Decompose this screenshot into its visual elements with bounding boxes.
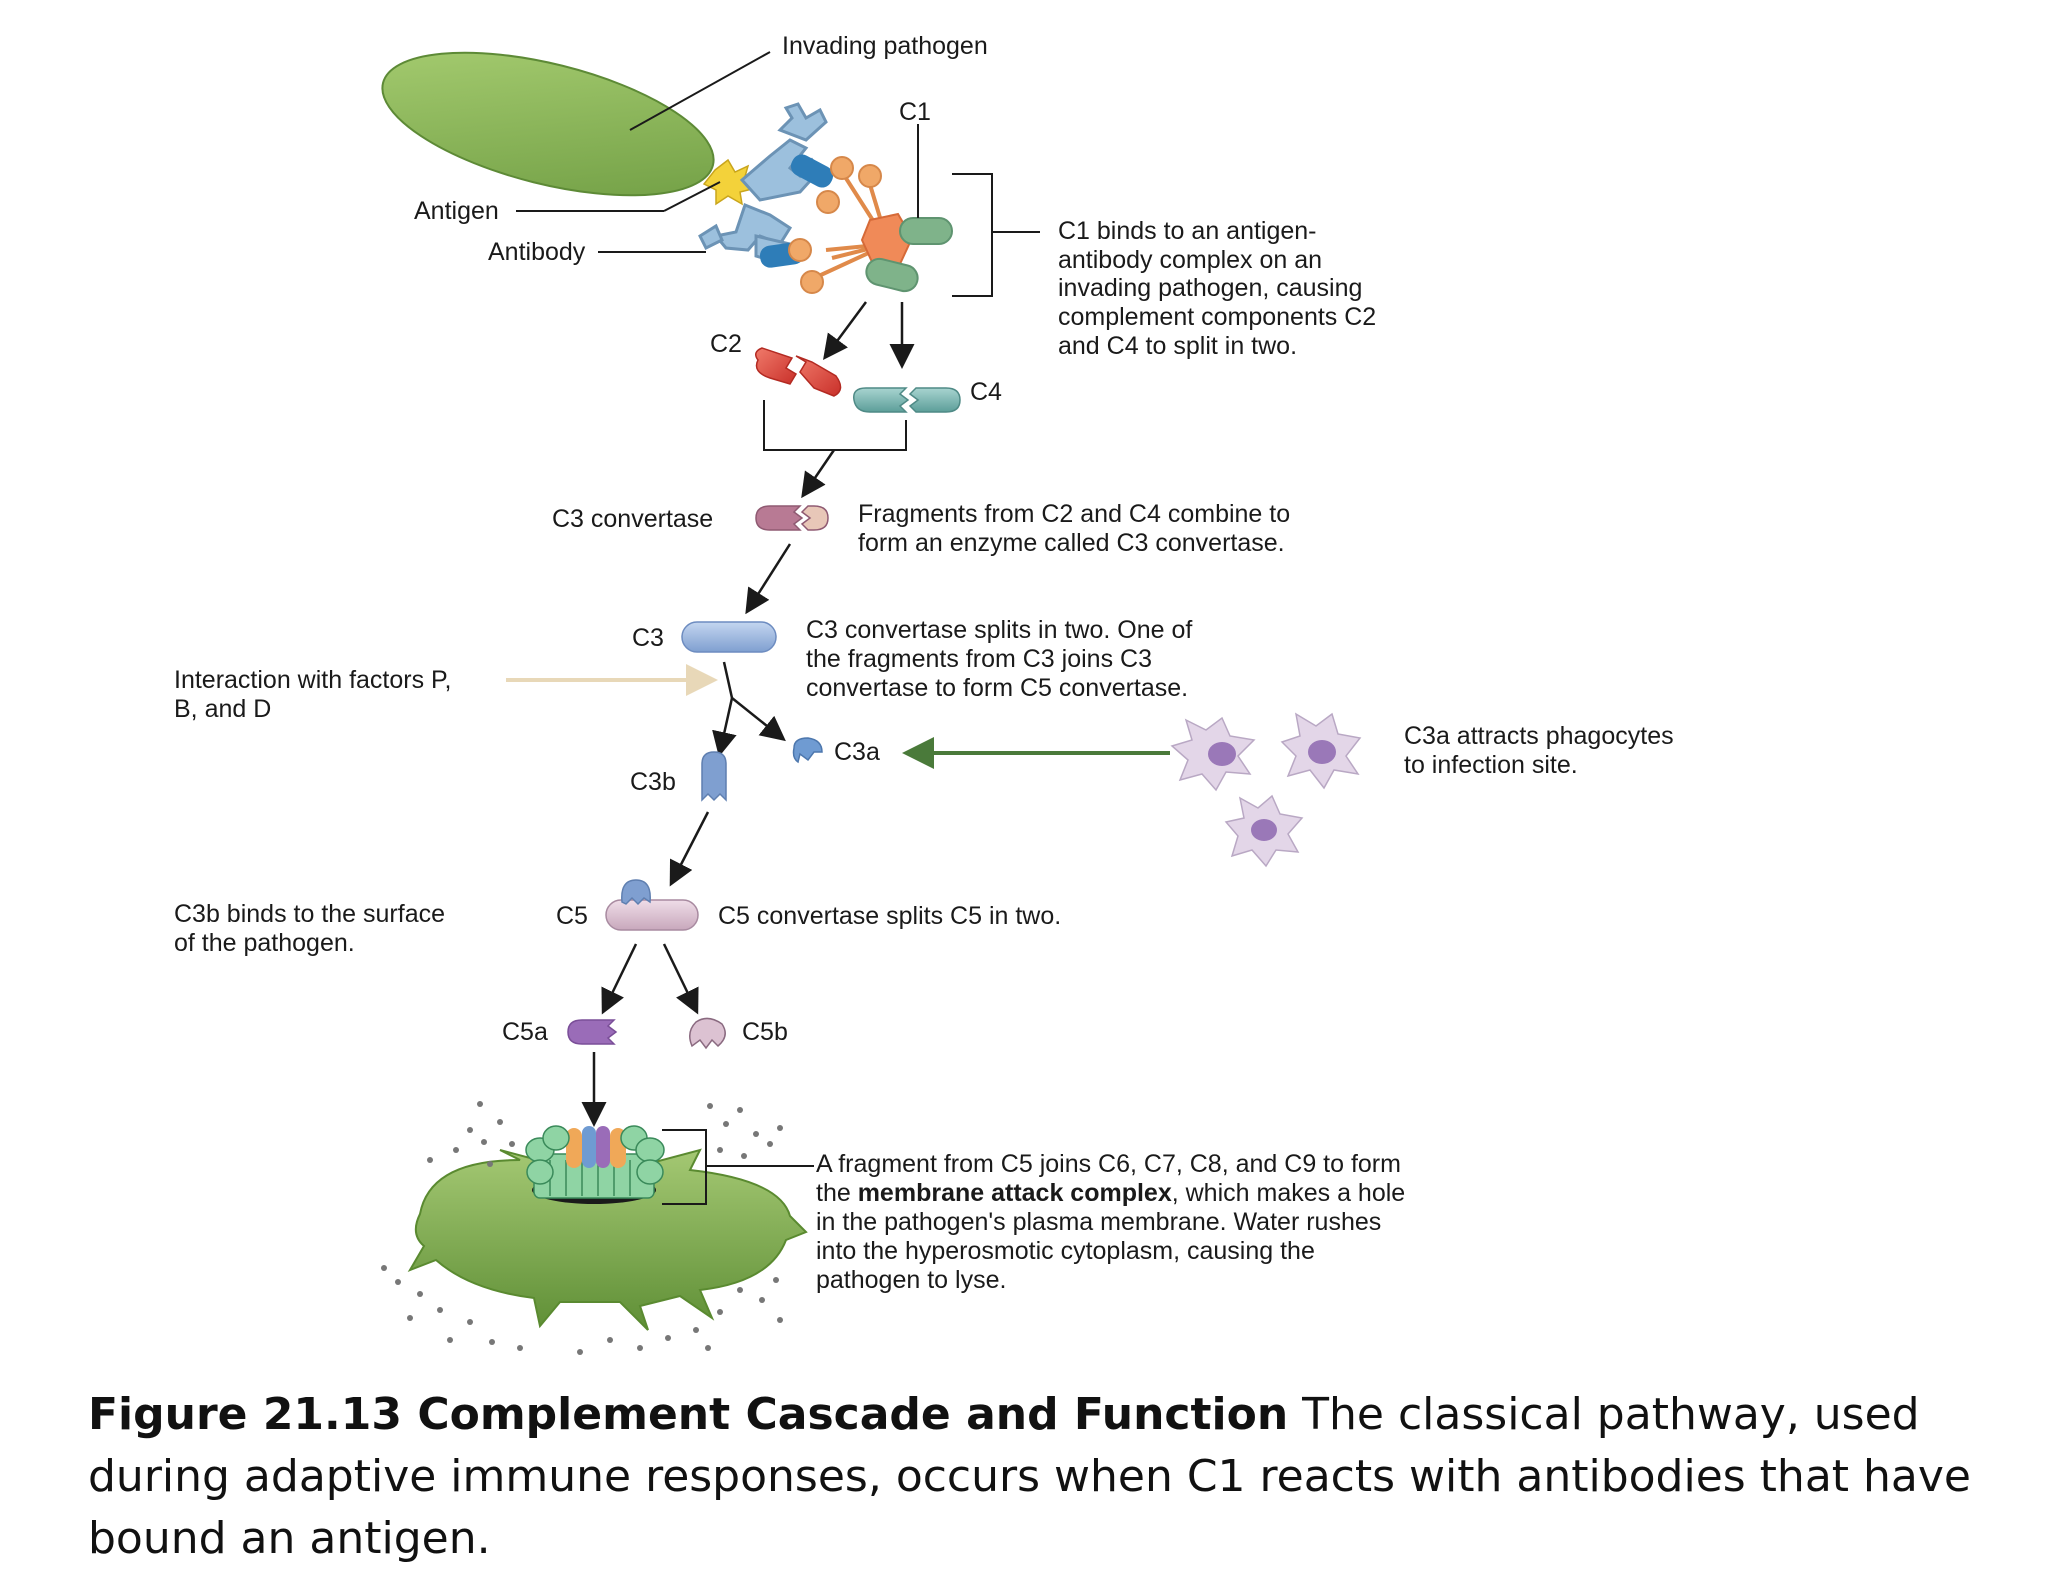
mac-bracket bbox=[662, 1129, 814, 1205]
c5a-shape bbox=[567, 1019, 618, 1045]
c3-convertase-shape bbox=[755, 505, 829, 531]
svg-text:C3a attracts phagocytes: C3a attracts phagocytes bbox=[1404, 722, 1674, 750]
lysis-particles bbox=[381, 1101, 783, 1355]
label-invading-pathogen: Invading pathogen bbox=[782, 32, 988, 60]
c5-convertase-shape bbox=[605, 879, 699, 931]
desc-mac: A fragment from C5 joins C6, C7, C8, and… bbox=[816, 1150, 1405, 1294]
leader-antigen-diag bbox=[663, 181, 721, 212]
antibody-stem-upper bbox=[790, 154, 834, 188]
svg-text:the fragments from C3 joins C3: the fragments from C3 joins C3 bbox=[806, 645, 1152, 673]
arrow-to-c5 bbox=[669, 811, 710, 887]
phagocyte-cell bbox=[1280, 712, 1362, 790]
label-c2: C2 bbox=[710, 330, 742, 358]
desc-c3-splits: C3 convertase splits in two. One of the … bbox=[806, 616, 1192, 702]
antigen-shape bbox=[702, 158, 758, 206]
svg-text:C1 binds to an antigen-: C1 binds to an antigen- bbox=[1058, 217, 1317, 245]
c2-fragments-shape bbox=[755, 347, 842, 397]
phagocytes-group bbox=[1170, 712, 1362, 868]
label-c3-convertase: C3 convertase bbox=[552, 505, 713, 533]
svg-text:into the hyperosmotic cytoplas: into the hyperosmotic cytoplasm, causing… bbox=[816, 1237, 1315, 1265]
label-c5b: C5b bbox=[742, 1018, 788, 1046]
arrow-to-c3b bbox=[712, 697, 737, 757]
invading-pathogen-shape bbox=[381, 51, 715, 197]
arrow-to-c5b bbox=[662, 943, 699, 1015]
c4-fragments-shape bbox=[853, 387, 961, 413]
label-factors: Interaction with factors P, B, and D bbox=[174, 666, 451, 723]
arrow-c1-to-c2 bbox=[823, 301, 868, 361]
svg-text:the membrane attack complex, w: the membrane attack complex, which makes… bbox=[816, 1179, 1405, 1207]
label-c3a: C3a bbox=[834, 738, 880, 766]
svg-text:complement components C2: complement components C2 bbox=[1058, 303, 1376, 331]
caption-text: The classical pathway, used during adapt… bbox=[88, 1389, 1971, 1564]
label-c1: C1 bbox=[899, 98, 931, 126]
leader-invading-pathogen bbox=[629, 51, 771, 131]
c1-complex-shape bbox=[788, 156, 953, 294]
label-antigen: Antigen bbox=[414, 197, 499, 225]
membrane-attack-complex-shape bbox=[525, 1125, 665, 1199]
label-c5a: C5a bbox=[502, 1018, 548, 1046]
c3-shape bbox=[681, 621, 777, 653]
arrow-to-c5a bbox=[601, 943, 638, 1015]
label-c3: C3 bbox=[632, 624, 664, 652]
desc-fragments-combine: Fragments from C2 and C4 combine to form… bbox=[858, 500, 1290, 557]
phagocyte-cell bbox=[1224, 794, 1304, 868]
arrow-to-c3-convertase bbox=[801, 449, 836, 499]
label-c5: C5 bbox=[556, 902, 588, 930]
c3a-shape bbox=[792, 737, 823, 764]
svg-text:B, and D: B, and D bbox=[174, 695, 271, 723]
desc-c5-convertase: C5 convertase splits C5 in two. bbox=[718, 902, 1061, 930]
svg-text:C3 convertase splits in two. O: C3 convertase splits in two. One of bbox=[806, 616, 1192, 644]
svg-text:A fragment from C5 joins C6,: A fragment from C5 joins C6, C7, C8, and… bbox=[816, 1150, 1401, 1178]
desc-c3a-attracts: C3a attracts phagocytes to infection sit… bbox=[1404, 722, 1674, 779]
arrow-to-c3 bbox=[745, 543, 792, 615]
arrow-to-c3a bbox=[731, 697, 786, 742]
svg-text:invading pathogen, causing: invading pathogen, causing bbox=[1058, 274, 1362, 302]
c5b-shape bbox=[689, 1017, 726, 1050]
split-stem bbox=[722, 661, 734, 699]
c1-bracket bbox=[952, 173, 1040, 297]
complement-cascade-diagram: Invading pathogen C1 Antigen Antibody C1… bbox=[174, 32, 1674, 1355]
label-c4: C4 bbox=[970, 378, 1002, 406]
figure-caption: Figure 21.13 Complement Cascade and Func… bbox=[88, 1384, 2048, 1570]
svg-text:antibody complex on an: antibody complex on an bbox=[1058, 246, 1322, 274]
bracket-c2-c4 bbox=[763, 400, 907, 451]
svg-text:pathogen to lyse.: pathogen to lyse. bbox=[816, 1266, 1006, 1294]
svg-text:convertase to form C5 converta: convertase to form C5 convertase. bbox=[806, 674, 1188, 702]
svg-text:and C4 to split in two.: and C4 to split in two. bbox=[1058, 332, 1297, 360]
svg-text:C3b binds to the surface: C3b binds to the surface bbox=[174, 900, 445, 928]
desc-c1-binds: C1 binds to an antigen- antibody complex… bbox=[1058, 217, 1376, 360]
label-antibody: Antibody bbox=[488, 238, 586, 266]
svg-text:in the pathogen's plasma membr: in the pathogen's plasma membrane. Water… bbox=[816, 1208, 1381, 1236]
svg-text:form an enzyme called C3 conve: form an enzyme called C3 convertase. bbox=[858, 529, 1285, 557]
svg-text:of the pathogen.: of the pathogen. bbox=[174, 929, 355, 957]
label-c3b: C3b bbox=[630, 768, 676, 796]
svg-text:Fragments from C2 and C4 combi: Fragments from C2 and C4 combine to bbox=[858, 500, 1290, 528]
svg-text:Interaction with factors P,: Interaction with factors P, bbox=[174, 666, 451, 694]
c3b-shape bbox=[701, 751, 727, 802]
svg-text:to infection site.: to infection site. bbox=[1404, 751, 1578, 779]
label-c3b-binds: C3b binds to the surface of the pathogen… bbox=[174, 900, 445, 957]
phagocyte-cell bbox=[1170, 716, 1256, 792]
caption-title: Figure 21.13 Complement Cascade and Func… bbox=[88, 1389, 1289, 1440]
